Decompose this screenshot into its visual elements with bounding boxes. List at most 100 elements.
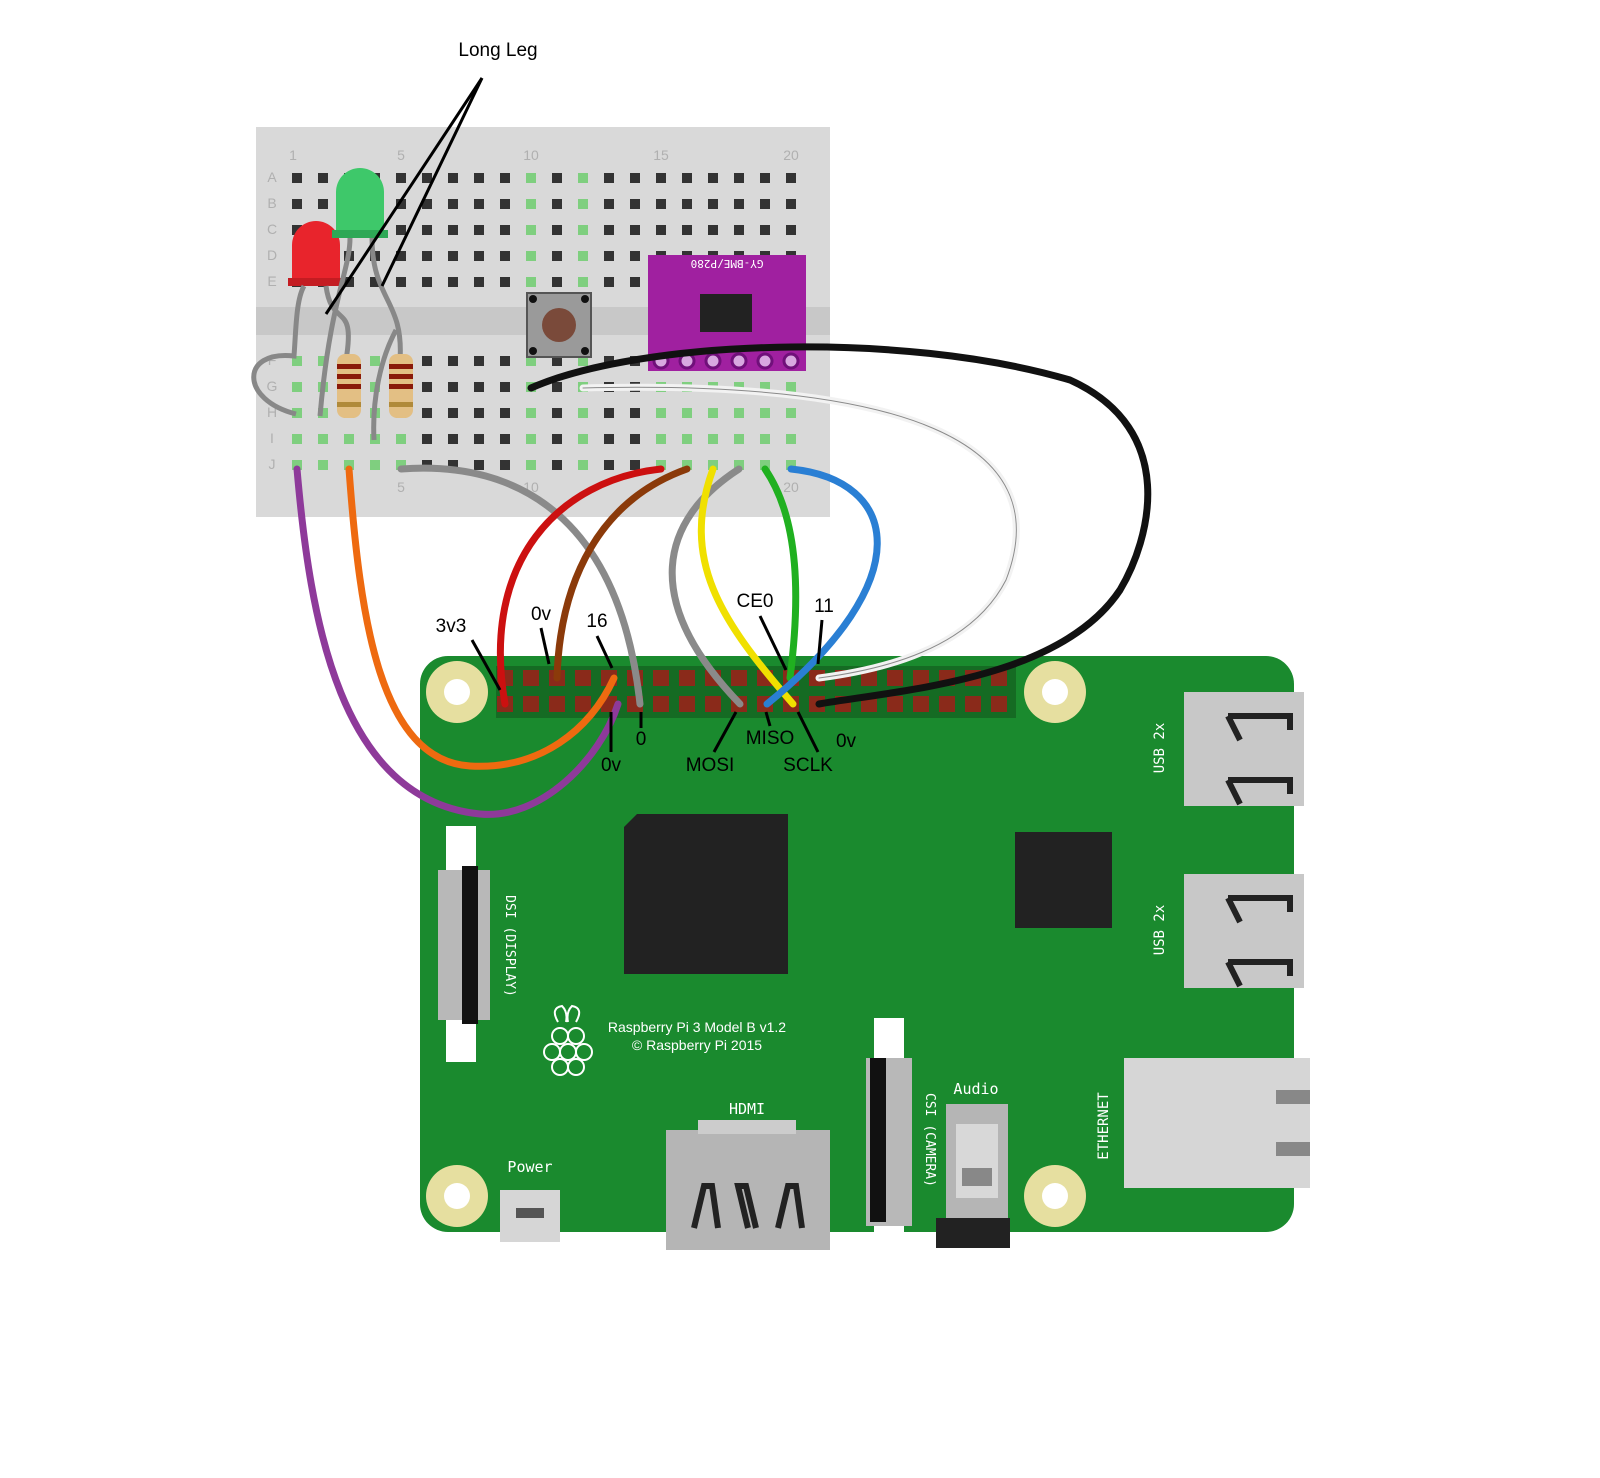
breadboard-hole bbox=[682, 225, 692, 235]
wire-purple-gnd bbox=[293, 465, 622, 818]
breadboard-hole bbox=[500, 277, 510, 287]
breadboard-hole bbox=[578, 251, 588, 261]
ethernet-label: ETHERNET bbox=[1096, 1092, 1112, 1160]
usb-socket-icon bbox=[1225, 895, 1293, 988]
gpio-pin bbox=[913, 670, 929, 686]
breadboard-hole bbox=[630, 199, 640, 209]
bb-row-F: F bbox=[268, 352, 277, 368]
gpio-pin bbox=[731, 670, 747, 686]
long-leg-label: Long Leg bbox=[458, 40, 537, 61]
breadboard-hole bbox=[448, 199, 458, 209]
breadboard-hole bbox=[552, 356, 562, 366]
label-16: 16 bbox=[586, 611, 607, 632]
breadboard-hole bbox=[786, 434, 796, 444]
breadboard-hole bbox=[552, 277, 562, 287]
breadboard-hole bbox=[656, 199, 666, 209]
breadboard-hole bbox=[708, 460, 718, 470]
wire-white-outline bbox=[582, 386, 1017, 679]
push-button[interactable] bbox=[526, 292, 592, 358]
breadboard-hole bbox=[786, 173, 796, 183]
bb-row-A: A bbox=[267, 169, 277, 185]
breadboard-hole bbox=[578, 199, 588, 209]
gpio-pin bbox=[575, 696, 591, 712]
breadboard-hole bbox=[552, 225, 562, 235]
bb-col-1: 1 bbox=[289, 147, 297, 163]
breadboard-hole bbox=[760, 460, 770, 470]
breadboard-hole bbox=[292, 356, 302, 366]
bb-row-E: E bbox=[267, 273, 276, 289]
breadboard-hole bbox=[734, 460, 744, 470]
bb-row-G: G bbox=[267, 378, 278, 394]
gpio-pin bbox=[991, 696, 1007, 712]
breadboard-hole bbox=[474, 356, 484, 366]
dsi-ribbon-slot bbox=[462, 866, 478, 1024]
sensor-label: GY-BME/P280 bbox=[691, 257, 764, 270]
breadboard-hole bbox=[370, 460, 380, 470]
mount-hole-icon bbox=[426, 1165, 488, 1227]
breadboard-hole bbox=[630, 460, 640, 470]
breadboard-hole bbox=[396, 277, 406, 287]
breadboard-hole bbox=[422, 382, 432, 392]
breadboard-hole bbox=[604, 173, 614, 183]
breadboard-hole bbox=[734, 408, 744, 418]
pi-pcb bbox=[420, 656, 1294, 1232]
breadboard-hole bbox=[396, 434, 406, 444]
breadboard-hole bbox=[500, 173, 510, 183]
usb2-label: USB 2x bbox=[1152, 905, 1168, 956]
breadboard-hole bbox=[448, 460, 458, 470]
breadboard-hole bbox=[578, 225, 588, 235]
breadboard-hole bbox=[656, 460, 666, 470]
breadboard-hole bbox=[292, 382, 302, 392]
button-cap[interactable] bbox=[542, 308, 576, 342]
bb-row-J: J bbox=[269, 456, 276, 472]
breadboard-hole bbox=[292, 199, 302, 209]
breadboard-hole bbox=[734, 173, 744, 183]
breadboard-hole bbox=[396, 173, 406, 183]
breadboard-hole bbox=[396, 225, 406, 235]
audio-jack-plug bbox=[936, 1218, 1010, 1248]
breadboard-hole bbox=[604, 460, 614, 470]
breadboard-hole bbox=[448, 277, 458, 287]
green-led-long-leg bbox=[369, 237, 403, 361]
breadboard-hole bbox=[578, 434, 588, 444]
label-3v3: 3v3 bbox=[436, 616, 467, 637]
bb-col-20-bottom: 20 bbox=[783, 479, 799, 495]
breadboard-hole bbox=[578, 460, 588, 470]
breadboard-hole bbox=[344, 460, 354, 470]
label-sclk: SCLK bbox=[783, 755, 833, 776]
gpio-header bbox=[496, 666, 1016, 718]
breadboard-hole bbox=[760, 382, 770, 392]
breadboard-hole bbox=[682, 173, 692, 183]
label-ce0: CE0 bbox=[737, 591, 774, 612]
breadboard-hole bbox=[708, 173, 718, 183]
bb-row-B: B bbox=[267, 195, 276, 211]
usb-port-1 bbox=[1184, 692, 1304, 806]
breadboard-hole bbox=[422, 408, 432, 418]
breadboard-hole bbox=[734, 199, 744, 209]
breadboard-hole bbox=[526, 460, 536, 470]
usb1-label: USB 2x bbox=[1152, 723, 1168, 774]
breadboard-hole bbox=[526, 173, 536, 183]
breadboard-hole bbox=[318, 199, 328, 209]
bb-col-5-bottom: 5 bbox=[397, 479, 405, 495]
gpio-pin bbox=[653, 696, 669, 712]
power-label: Power bbox=[507, 1158, 552, 1176]
raspberry-pi-board: DSI (DISPLAY) Raspberry Pi 3 Model B v1.… bbox=[420, 656, 1310, 1250]
breadboard-hole bbox=[318, 408, 328, 418]
resistor-1 bbox=[337, 354, 361, 418]
breadboard-hole bbox=[708, 225, 718, 235]
gpio-pin bbox=[653, 670, 669, 686]
breadboard-hole bbox=[422, 277, 432, 287]
breadboard-hole bbox=[552, 460, 562, 470]
bb-col-5: 5 bbox=[397, 147, 405, 163]
breadboard-hole bbox=[526, 434, 536, 444]
dsi-label: DSI (DISPLAY) bbox=[502, 895, 517, 997]
hdmi-label: HDMI bbox=[729, 1100, 765, 1118]
wire-yellow-sclk bbox=[697, 465, 797, 708]
breadboard-hole bbox=[422, 434, 432, 444]
breadboard-hole bbox=[448, 173, 458, 183]
label-0v-right: 0v bbox=[836, 731, 857, 752]
breadboard-hole bbox=[500, 434, 510, 444]
sensor-chip bbox=[700, 294, 752, 332]
